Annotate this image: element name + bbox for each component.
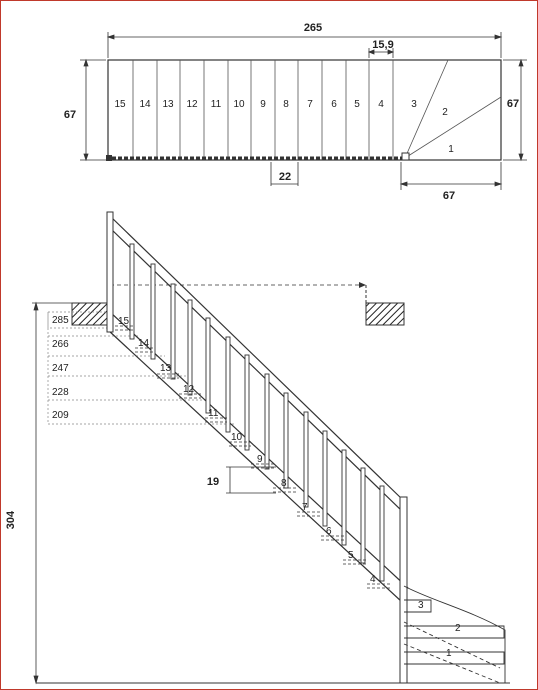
dim-22: [270, 162, 299, 186]
elev-step-1: 1: [446, 648, 452, 659]
plan-winder-3: 3: [411, 99, 417, 110]
dim-265: [106, 32, 503, 58]
elev-step-10: 10: [231, 432, 243, 443]
elev-step-15: 15: [118, 316, 130, 327]
elev-step-9: 9: [257, 454, 263, 465]
plan-step-15: 15: [114, 99, 126, 110]
treads: [115, 325, 391, 589]
dim-bottom-67: [399, 162, 503, 190]
plan-step-12: 12: [186, 99, 198, 110]
dim-left-width: 67: [64, 109, 76, 121]
plan-step-6: 6: [331, 99, 337, 110]
plan-step-10: 10: [233, 99, 245, 110]
stringer-bottom: [107, 329, 403, 603]
plan-step-8: 8: [283, 99, 289, 110]
plan-step-lines: [132, 59, 502, 160]
level-285: 285: [52, 315, 69, 326]
dim-winder-width: 67: [443, 190, 455, 202]
dim-right-width: 67: [507, 98, 519, 110]
plan-winder-2: 2: [442, 107, 448, 118]
elev-step-4: 4: [370, 574, 376, 585]
elev-step-6: 6: [326, 526, 332, 537]
winder-steps: [403, 585, 506, 684]
plan-step-5: 5: [354, 99, 360, 110]
plan-step-4: 4: [378, 99, 384, 110]
plan-step-14: 14: [139, 99, 151, 110]
dim-total-length: 265: [304, 22, 322, 34]
elev-step-13: 13: [160, 363, 172, 374]
upper-slab-left: [71, 302, 111, 326]
upper-slab-right: [365, 302, 405, 326]
plan-view: 15 14 13 12 11 10 9 8 7 6 5 4 3 2 1 265: [64, 22, 527, 202]
balusters: [129, 243, 385, 582]
level-guides: [47, 311, 235, 425]
dim-19: [226, 466, 276, 494]
plan-post-left: [106, 155, 112, 161]
level-209: 209: [52, 410, 69, 421]
elev-step-3: 3: [418, 600, 424, 611]
elev-step-5: 5: [348, 550, 354, 561]
dim-going: 22: [279, 171, 291, 183]
elev-step-7: 7: [302, 502, 308, 513]
plan-winder-1: 1: [448, 144, 454, 155]
plan-step-13: 13: [162, 99, 174, 110]
elev-step-2: 2: [455, 623, 461, 634]
elev-step-12: 12: [183, 384, 195, 395]
dim-right-67: [503, 58, 527, 162]
dim-15-9: [367, 48, 395, 58]
elev-step-11: 11: [208, 408, 219, 419]
elevation-view: 304 285 266 247 228 209: [5, 211, 510, 685]
dim-tread-depth: 15,9: [372, 39, 393, 51]
dim-left-67: [80, 58, 106, 162]
newel-post-bottom: [399, 496, 408, 684]
plan-step-11: 11: [211, 99, 222, 110]
plan-step-7: 7: [307, 99, 313, 110]
plan-outline: [107, 59, 502, 161]
elev-step-8: 8: [281, 478, 287, 489]
newel-post-top: [106, 211, 114, 333]
level-247: 247: [52, 363, 69, 374]
handrail-bottom: [109, 227, 404, 513]
level-266: 266: [52, 339, 69, 350]
level-228: 228: [52, 387, 69, 398]
dim-riser-height: 19: [207, 476, 219, 488]
elev-step-14: 14: [138, 338, 150, 349]
dim-304: [32, 301, 72, 685]
plan-step-9: 9: [260, 99, 266, 110]
stringer-top: [109, 311, 409, 589]
handrail-top: [109, 215, 404, 501]
plan-post-right: [401, 152, 410, 161]
dim-total-height: 304: [5, 510, 17, 529]
